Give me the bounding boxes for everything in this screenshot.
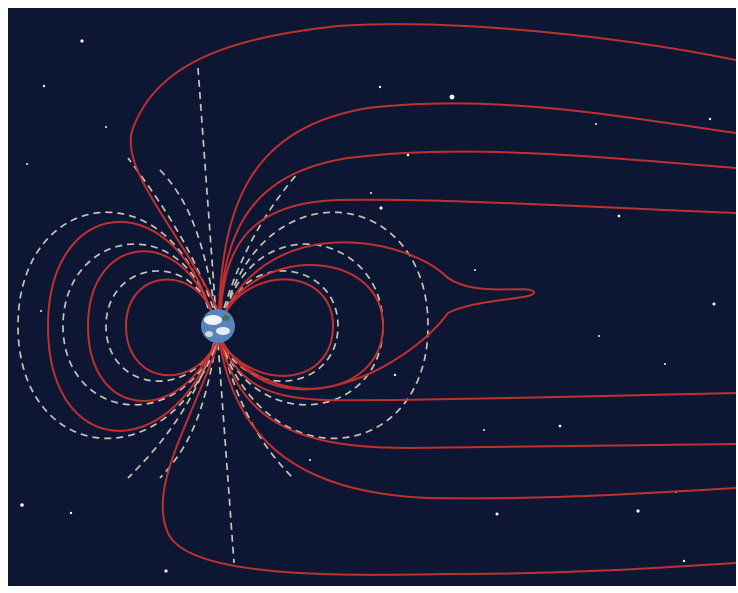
earth-cloud — [205, 331, 213, 337]
star — [370, 192, 372, 194]
field-line — [219, 278, 335, 377]
star-field — [20, 39, 716, 573]
tail-line — [220, 198, 736, 309]
star — [393, 373, 397, 377]
star — [483, 429, 485, 431]
star — [69, 511, 73, 515]
star — [449, 94, 455, 100]
tail-line — [219, 343, 736, 500]
diagram-frame — [8, 8, 736, 586]
field-line — [220, 264, 385, 390]
dipole-line — [127, 342, 215, 479]
earth-cloud — [216, 327, 230, 335]
star — [636, 509, 640, 513]
polar-axis-line — [197, 67, 235, 564]
earth-globe — [201, 309, 235, 343]
star — [495, 512, 499, 516]
tail-line — [129, 23, 736, 309]
field-line — [86, 250, 217, 402]
dipole-line — [219, 211, 429, 440]
tail-line — [221, 341, 736, 402]
star — [558, 424, 562, 428]
magnetosphere-diagram — [17, 23, 736, 576]
dipole-line — [223, 172, 299, 309]
star — [40, 310, 42, 312]
dipole-line — [105, 270, 219, 382]
tail-line — [219, 150, 736, 309]
star — [378, 85, 382, 89]
star — [474, 269, 476, 271]
field-line — [221, 241, 536, 391]
field-line — [124, 278, 218, 377]
star — [42, 84, 46, 88]
star — [406, 153, 410, 157]
star — [682, 559, 686, 563]
star — [708, 117, 712, 121]
magnetosphere-field-lines — [46, 23, 736, 576]
star — [26, 163, 28, 165]
earth — [201, 309, 235, 343]
tail-line — [220, 342, 736, 450]
field-line — [46, 221, 217, 432]
star — [598, 335, 600, 337]
star — [595, 123, 597, 125]
star — [664, 363, 666, 365]
star — [712, 302, 716, 306]
star — [617, 214, 621, 218]
dipole-line — [157, 167, 216, 309]
earth-cloud — [204, 315, 222, 325]
tail-line — [161, 343, 736, 576]
dipole-line — [17, 211, 219, 440]
dipole-field-lines — [17, 67, 429, 564]
star — [309, 459, 311, 461]
dipole-line — [219, 270, 339, 382]
star — [80, 39, 84, 43]
dipole-line — [219, 243, 384, 406]
star — [164, 569, 168, 573]
earth-land — [222, 315, 230, 321]
dipole-line — [62, 243, 219, 406]
star — [105, 126, 107, 128]
star — [20, 503, 24, 507]
tail-line — [218, 102, 736, 309]
star — [379, 206, 383, 210]
